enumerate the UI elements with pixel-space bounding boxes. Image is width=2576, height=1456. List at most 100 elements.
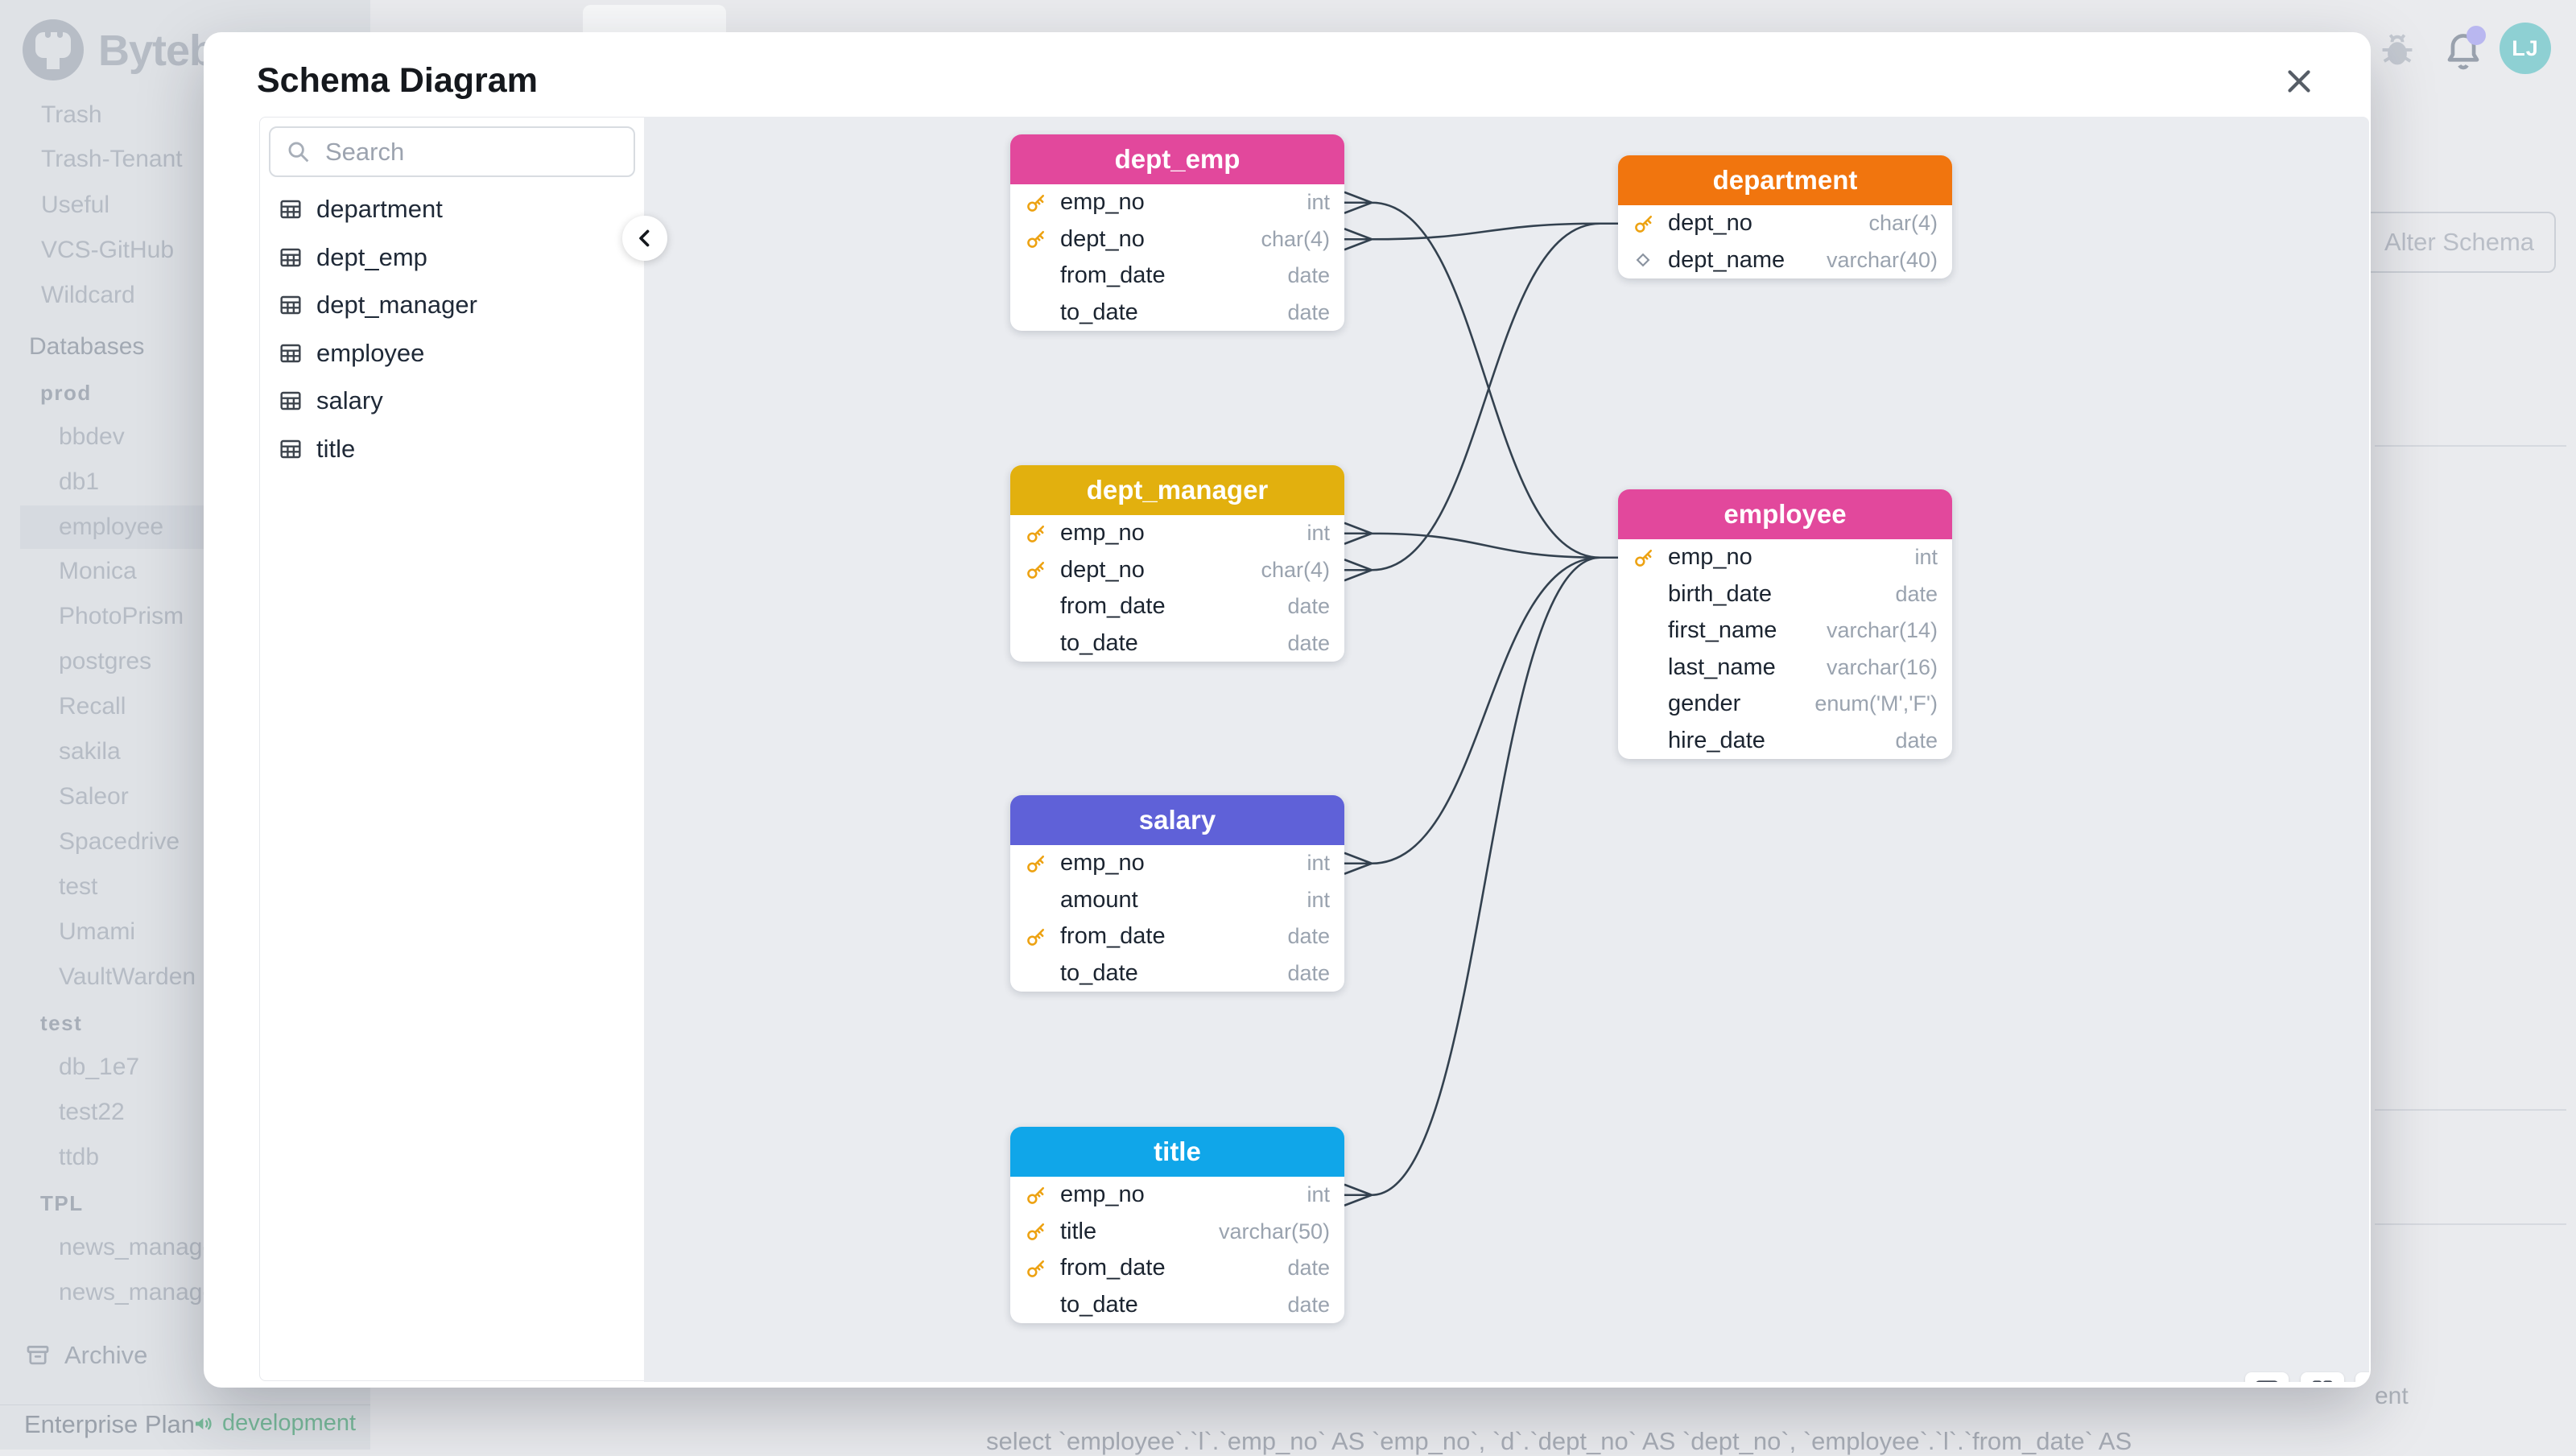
field-type: date bbox=[1895, 728, 1938, 753]
field-name: gender bbox=[1668, 691, 1740, 717]
sidebar-item-vaultwarden[interactable]: VaultWarden bbox=[59, 963, 196, 991]
sidebar-item-umami[interactable]: Umami bbox=[59, 918, 135, 946]
primary-key-icon bbox=[1025, 926, 1047, 948]
table-list-item-salary[interactable]: salary bbox=[278, 386, 383, 415]
sidebar-item-recall[interactable]: Recall bbox=[59, 693, 126, 720]
fk-edge-dept_emp-department bbox=[1344, 224, 1618, 250]
sidebar-item-wildcard[interactable]: Wildcard bbox=[41, 282, 135, 309]
sidebar-item-db1[interactable]: db1 bbox=[59, 468, 99, 496]
field-name: last_name bbox=[1668, 654, 1776, 681]
table-list-item-label: title bbox=[316, 435, 355, 464]
archive-icon bbox=[24, 1342, 52, 1369]
sidebar-item-db-1e7[interactable]: db_1e7 bbox=[59, 1054, 139, 1081]
field-type: varchar(16) bbox=[1827, 655, 1938, 680]
user-avatar[interactable]: LJ bbox=[2500, 23, 2551, 74]
table-icon bbox=[278, 340, 303, 366]
field-type: date bbox=[1287, 961, 1330, 986]
sidebar-item-bbdev[interactable]: bbdev bbox=[59, 423, 125, 451]
alter-schema-button[interactable]: Alter Schema bbox=[2363, 212, 2556, 273]
sidebar-item-databases: Databases bbox=[29, 333, 144, 361]
notification-dot bbox=[2467, 26, 2486, 45]
sidebar-item-test[interactable]: test bbox=[59, 873, 97, 901]
field-name: emp_no bbox=[1060, 520, 1145, 547]
collapse-sidebar-button[interactable] bbox=[622, 216, 667, 261]
sidebar-item-archive[interactable]: Archive bbox=[24, 1341, 147, 1370]
sql-preview-text: select `employee`.`l`.`emp_no` AS `emp_n… bbox=[986, 1427, 2132, 1456]
field-name: dept_no bbox=[1060, 557, 1145, 584]
sidebar-item-spacedrive[interactable]: Spacedrive bbox=[59, 828, 180, 856]
auto-layout-button[interactable] bbox=[2301, 1372, 2344, 1382]
table-field-row: emp_no int bbox=[1010, 515, 1344, 552]
diagram-canvas[interactable]: 81% dept_empemp_nointdept_nochar(4)from_… bbox=[644, 117, 2369, 1382]
table-field-row: last_name varchar(16) bbox=[1618, 650, 1952, 687]
search-input[interactable] bbox=[324, 137, 601, 167]
sidebar-item-useful[interactable]: Useful bbox=[41, 192, 109, 219]
primary-key-icon bbox=[1025, 522, 1047, 545]
field-type: int bbox=[1307, 190, 1330, 215]
sidebar-item-postgres[interactable]: postgres bbox=[59, 648, 151, 675]
field-name: to_date bbox=[1060, 960, 1138, 987]
export-image-button[interactable] bbox=[2245, 1372, 2289, 1382]
zoom-out-button[interactable] bbox=[2355, 1372, 2369, 1382]
logo-eye bbox=[57, 26, 63, 38]
table-list-item-employee[interactable]: employee bbox=[278, 339, 424, 368]
table-card-title: employee bbox=[1618, 489, 1952, 539]
sidebar-item-news-manage[interactable]: news_manage bbox=[59, 1279, 216, 1306]
table-list-item-label: dept_emp bbox=[316, 243, 427, 272]
table-list-item-department[interactable]: department bbox=[278, 195, 443, 224]
table-list-item-label: department bbox=[316, 195, 443, 224]
search-box[interactable] bbox=[269, 126, 635, 177]
table-icon bbox=[278, 292, 303, 318]
sidebar-item-vcs-github[interactable]: VCS-GitHub bbox=[41, 237, 174, 264]
sidebar-item-employee[interactable]: employee bbox=[59, 514, 163, 541]
field-type: char(4) bbox=[1868, 211, 1938, 236]
field-name: emp_no bbox=[1668, 544, 1752, 571]
table-field-row: hire_date date bbox=[1618, 723, 1952, 760]
table-list-item-dept_manager[interactable]: dept_manager bbox=[278, 291, 477, 320]
table-list-item-dept_emp[interactable]: dept_emp bbox=[278, 243, 427, 272]
field-type: int bbox=[1307, 521, 1330, 546]
field-name: birth_date bbox=[1668, 581, 1772, 608]
close-icon[interactable] bbox=[2281, 63, 2318, 100]
field-name: hire_date bbox=[1668, 728, 1765, 754]
sidebar-item-news-manage[interactable]: news_manage bbox=[59, 1234, 216, 1261]
primary-key-icon bbox=[1025, 1257, 1047, 1280]
sidebar-item-prod: prod bbox=[40, 381, 92, 406]
field-type: date bbox=[1895, 582, 1938, 607]
sidebar-item-saleor[interactable]: Saleor bbox=[59, 783, 129, 810]
bytebase-logo-icon bbox=[23, 19, 84, 80]
sidebar-item-test22[interactable]: test22 bbox=[59, 1099, 125, 1126]
field-type: date bbox=[1287, 594, 1330, 619]
field-type: date bbox=[1287, 1293, 1330, 1318]
field-name: first_name bbox=[1668, 617, 1777, 644]
table-list-item-title[interactable]: title bbox=[278, 435, 355, 464]
sidebar-item-ttdb[interactable]: ttdb bbox=[59, 1144, 99, 1171]
field-name: emp_no bbox=[1060, 1182, 1145, 1208]
grid-layout-icon bbox=[2309, 1377, 2336, 1382]
bug-report-icon[interactable] bbox=[2376, 29, 2418, 75]
sidebar-item-trash-tenant[interactable]: Trash-Tenant bbox=[41, 146, 183, 173]
sidebar-item-sakila[interactable]: sakila bbox=[59, 738, 121, 765]
dimmed-divider bbox=[2375, 1223, 2566, 1225]
sidebar-item-monica[interactable]: Monica bbox=[59, 558, 137, 585]
sidebar-item-trash[interactable]: Trash bbox=[41, 101, 102, 129]
chevron-left-icon bbox=[631, 225, 658, 252]
sidebar-item-photoprism[interactable]: PhotoPrism bbox=[59, 603, 184, 630]
logo-mouth bbox=[35, 32, 71, 58]
image-icon bbox=[2252, 1376, 2281, 1382]
